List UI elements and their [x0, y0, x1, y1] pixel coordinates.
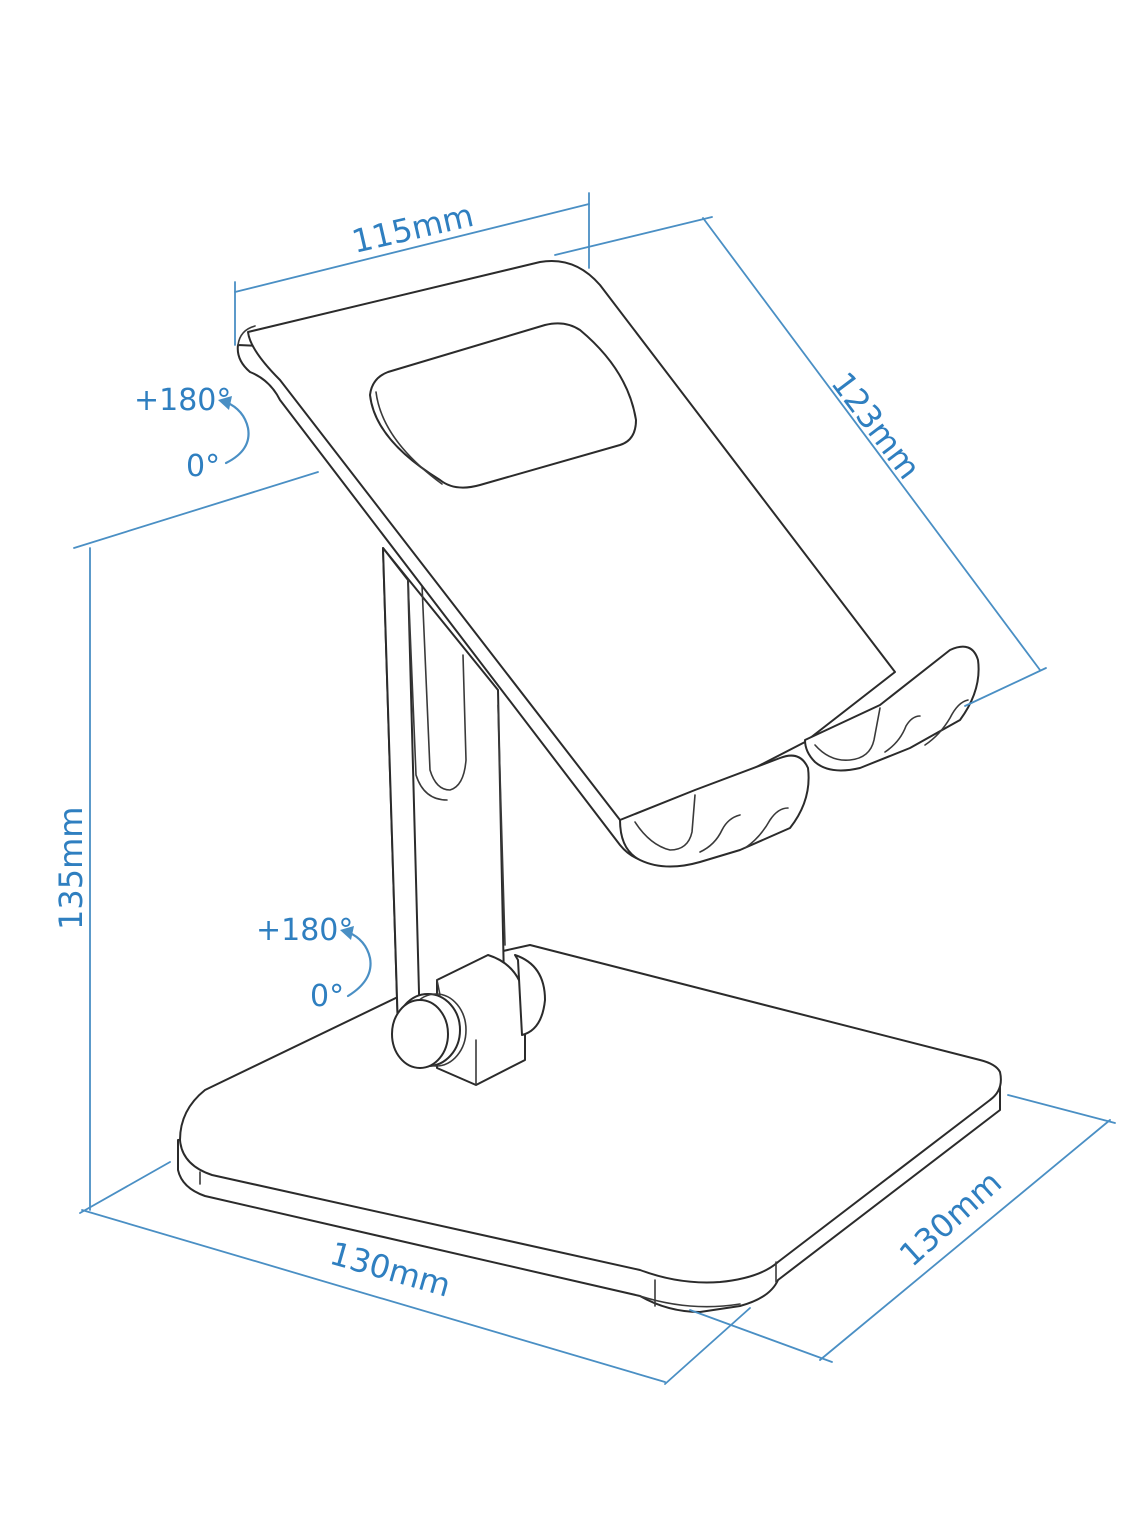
- lower-hinge: [391, 954, 546, 1086]
- lower-rotation-max-label: +180°: [256, 913, 353, 948]
- dimension-label-total-height: 135mm: [52, 807, 90, 930]
- dimension-lines: [73, 192, 1116, 1385]
- arrow-head-icon: [340, 926, 354, 940]
- base-plate: [177, 944, 1002, 1313]
- lower-rotation-min-label: 0°: [310, 979, 344, 1014]
- upper-rotation-min-label: 0°: [186, 449, 220, 484]
- dimension-label-holder-height: 123mm: [824, 365, 929, 486]
- lower-rotation-indicator: +180° 0°: [256, 913, 372, 1014]
- tablet-holder: [236, 260, 896, 864]
- rotation-arrow-icon: [224, 400, 250, 465]
- dimension-label-holder-width: 115mm: [348, 196, 477, 261]
- arrow-head-icon: [218, 396, 232, 410]
- upper-rotation-max-label: +180°: [134, 383, 231, 418]
- upper-rotation-indicator: +180° 0°: [134, 383, 250, 484]
- holder-lip: [619, 645, 980, 868]
- rotation-arrow-icon: [346, 930, 372, 998]
- support-arm: [382, 547, 506, 1031]
